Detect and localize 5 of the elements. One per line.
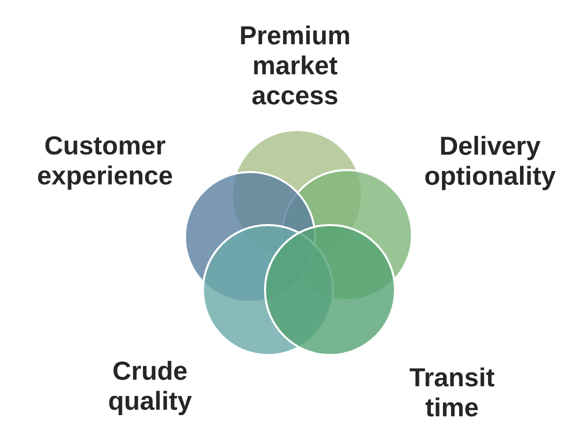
circle-label: Delivery optionality [425,136,556,190]
circle-label: Customer experience [38,136,172,190]
circle-label: Crude quality [109,360,192,416]
circle-label: Premium market access [241,25,350,105]
circle-label: Transit time [410,367,494,417]
